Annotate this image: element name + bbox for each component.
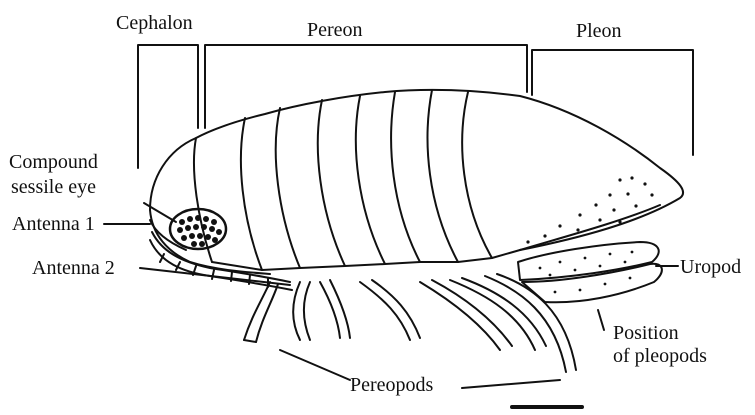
pleon-bracket xyxy=(532,50,693,155)
eye-facets xyxy=(177,215,222,247)
pereopods-pointer-left xyxy=(280,350,350,380)
uropod-label: Uropod xyxy=(680,256,741,278)
pleon-plate xyxy=(520,205,660,250)
pereopods xyxy=(244,274,576,372)
pereon-bracket xyxy=(205,45,527,128)
uropod-dots xyxy=(539,251,634,294)
pereon-segments xyxy=(194,90,520,270)
pereopod-5 xyxy=(420,282,500,350)
pereopods-label: Pereopods xyxy=(350,374,433,396)
compound-eye-label-line1: Compound xyxy=(9,151,98,173)
pleopods-label-line1: Position xyxy=(613,322,679,344)
uropod-lower xyxy=(522,264,662,303)
pereopod-7 xyxy=(485,276,566,372)
compound-eye-label-line2: sessile eye xyxy=(11,176,96,198)
antenna-1-label: Antenna 1 xyxy=(12,213,95,235)
cephalon-label: Cephalon xyxy=(116,12,193,34)
eye-pointer xyxy=(144,203,176,222)
uropod-upper xyxy=(518,242,659,280)
antenna-2-label: Antenna 2 xyxy=(32,257,115,279)
pereopod-3 xyxy=(320,282,340,338)
pereopods-pointer-right xyxy=(462,380,560,388)
pereopod-2 xyxy=(293,282,300,340)
pleon-label: Pleon xyxy=(576,20,622,42)
pleopods-pointer xyxy=(598,310,604,330)
pleopods-label-line2: of pleopods xyxy=(613,345,707,367)
cephalon-bracket xyxy=(138,45,198,168)
pereon-label: Pereon xyxy=(307,19,363,41)
